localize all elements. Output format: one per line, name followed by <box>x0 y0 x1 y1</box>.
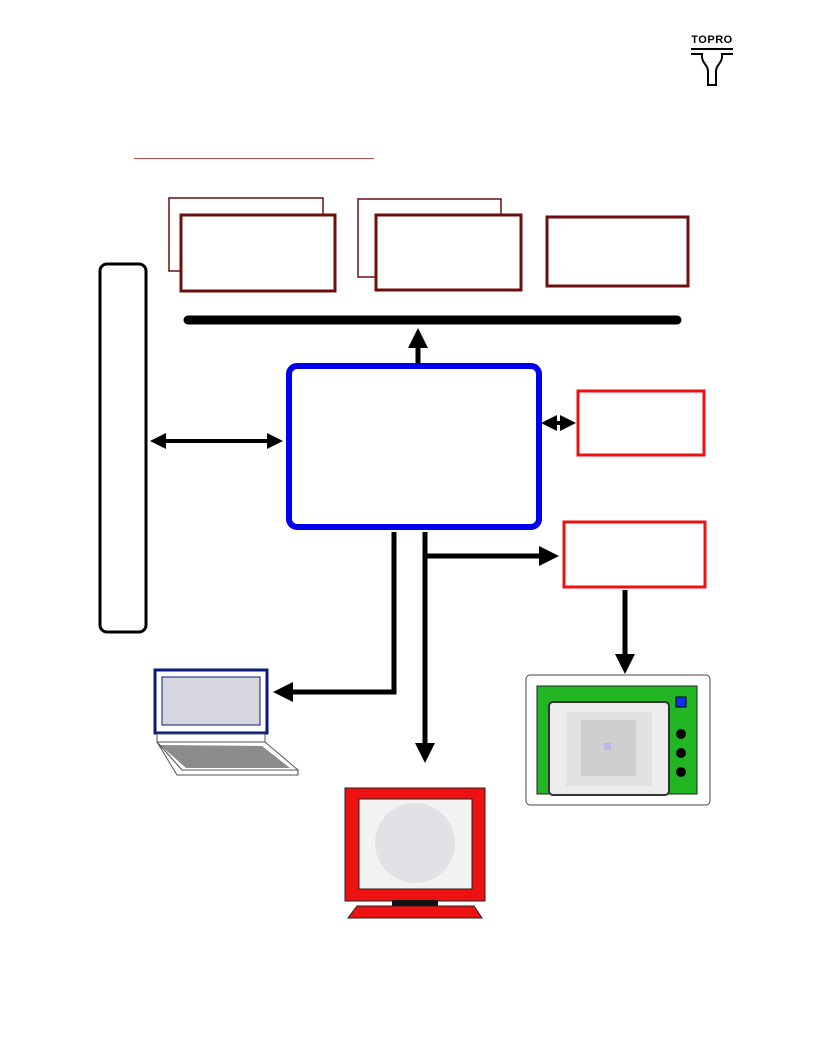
host-interface-block <box>98 262 148 634</box>
lcd-button-2-icon <box>676 748 686 758</box>
laptop-icon <box>153 668 300 776</box>
topro-logo: TOPRO <box>688 34 736 86</box>
memory-block-1 <box>168 197 337 293</box>
lcd-indicator-icon <box>675 696 687 708</box>
controller-block <box>286 363 542 530</box>
peripheral-block-2 <box>562 520 707 589</box>
lcd-button-3-icon <box>676 767 686 777</box>
lcd-panel-icon <box>525 674 711 806</box>
arrow-controller-to-laptop <box>273 532 397 702</box>
memory-block-2-front <box>374 213 523 292</box>
logo-text: TOPRO <box>691 34 733 46</box>
arrow-controller-to-peripheral-2 <box>422 532 559 566</box>
lcd-button-1-icon <box>676 729 686 739</box>
logo-mark-icon <box>691 48 733 86</box>
memory-block-2 <box>357 198 523 292</box>
memory-block-3 <box>545 215 690 288</box>
heading-underline <box>134 158 374 159</box>
memory-block-1-front <box>179 213 337 293</box>
peripheral-block-1 <box>576 389 706 457</box>
crt-monitor-icon <box>344 787 486 919</box>
